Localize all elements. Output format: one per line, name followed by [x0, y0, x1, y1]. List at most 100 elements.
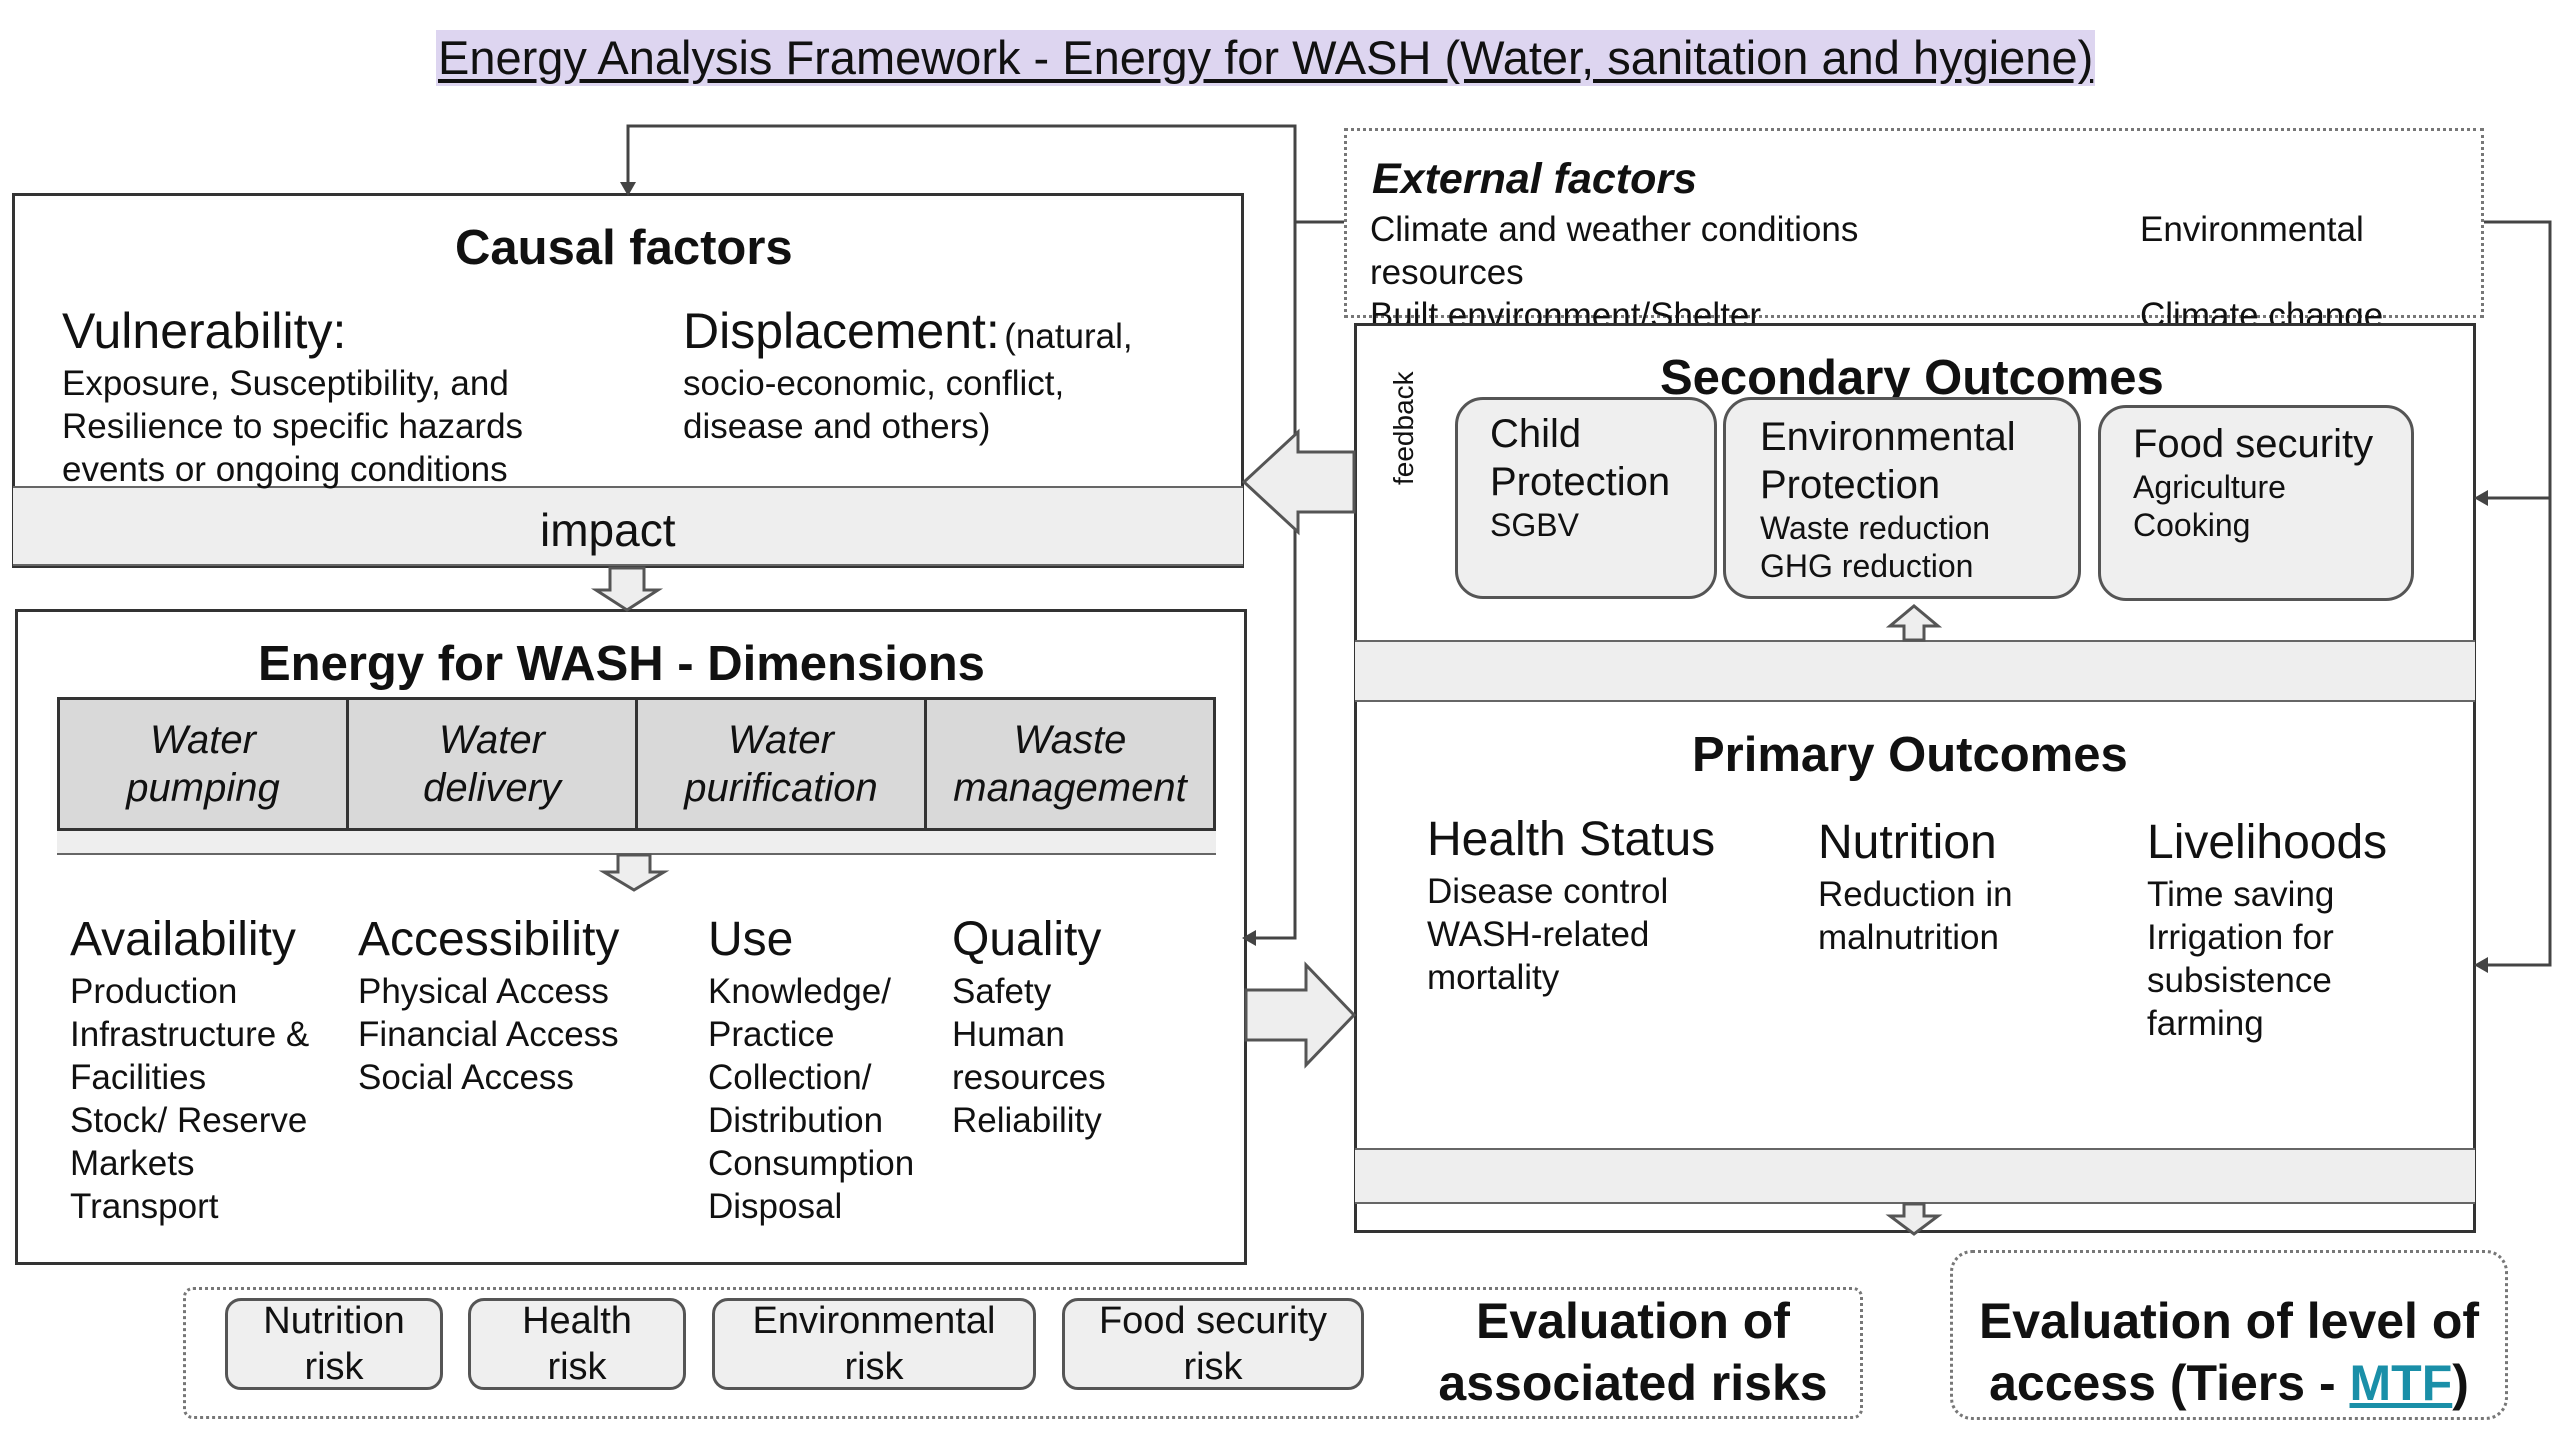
pill-title: Child — [1490, 412, 1582, 456]
column-item: Safety — [952, 972, 1052, 1011]
primary-column-title: Health Status — [1427, 813, 1716, 866]
displacement-note: (natural, — [1004, 317, 1133, 356]
pill-title: Protection — [1490, 460, 1671, 504]
secondary-pill-environmental-protection — [1723, 397, 2081, 599]
column-item: Transport — [70, 1187, 219, 1226]
dimensions-to-outcomes-arrow — [1244, 961, 1357, 1069]
external-factor-resources: resources — [1370, 253, 1524, 292]
primary-outcomes-heading: Primary Outcomes — [1692, 728, 2128, 782]
secondary-pill-child-protection — [1455, 397, 1717, 599]
column-item: Human — [952, 1015, 1065, 1054]
causal-factors-heading: Causal factors — [455, 221, 793, 275]
pill-title: Protection — [1760, 463, 1941, 507]
displacement-line: socio-economic, conflict, — [683, 364, 1065, 403]
column-title: Availability — [70, 913, 296, 966]
vulnerability-line: Exposure, Susceptibility, and — [62, 364, 509, 403]
external-factors-heading: External factors — [1372, 155, 1698, 203]
displacement-description: socio-economic, conflict, disease and ot… — [683, 362, 1064, 448]
vulnerability-description: Exposure, Susceptibility, and Resilience… — [62, 362, 523, 491]
primary-column-title: Nutrition — [1818, 816, 1997, 869]
cells-down-arrow — [598, 853, 670, 892]
column-item: Knowledge/ — [708, 972, 891, 1011]
pill-sub: GHG reduction — [1760, 548, 1974, 584]
displacement-title: Displacement: — [683, 303, 1000, 359]
arrowhead-dimensions — [1242, 930, 1256, 946]
column-item: Markets — [70, 1144, 195, 1183]
vulnerability-line: Resilience to specific hazards — [62, 407, 524, 446]
external-factor-environmental: Environmental — [2140, 210, 2364, 249]
pill-sub: Waste reduction — [1760, 510, 1991, 546]
column-title: Quality — [952, 913, 1102, 966]
pill-title: Food security — [2133, 422, 2374, 466]
impact-band — [13, 486, 1243, 566]
primary-column-livelihoods: Livelihoods Time saving Irrigation for s… — [2147, 813, 2387, 1045]
column-item: Physical Access — [358, 972, 609, 1011]
column-item: Reliability — [952, 1101, 1102, 1140]
bottom-down-arrow — [1885, 1202, 1943, 1236]
pill-title: Environmental — [1760, 415, 2016, 459]
associated-risks-box — [183, 1287, 1863, 1419]
associated-risks-heading: Evaluation of associated risks — [1438, 1293, 1828, 1411]
column-item: Collection/ — [708, 1058, 872, 1097]
primary-column-nutrition: Nutrition Reduction in malnutrition — [1818, 813, 2013, 959]
access-evaluation-box — [1950, 1250, 2508, 1420]
column-item: Disposal — [708, 1187, 843, 1226]
arrowhead-secondary — [2474, 490, 2488, 506]
pill-sub: Agriculture — [2133, 469, 2286, 505]
secondary-outcomes-heading: Secondary Outcomes — [1660, 351, 2164, 405]
access-evaluation-heading: Evaluation of level of access (Tiers - M… — [1978, 1293, 2480, 1411]
column-title: Accessibility — [358, 913, 620, 966]
vulnerability-line: events or ongoing conditions — [62, 450, 508, 489]
column-quality: Quality Safety Human resources Reliabili… — [952, 910, 1106, 1142]
primary-item: mortality — [1427, 958, 1560, 997]
primary-item: farming — [2147, 1004, 2264, 1043]
column-item: Distribution — [708, 1101, 884, 1140]
column-item: Social Access — [358, 1058, 574, 1097]
primary-item: malnutrition — [1818, 918, 1999, 957]
primary-column-title: Livelihoods — [2147, 816, 2388, 869]
impact-down-arrow — [590, 566, 664, 612]
connector-external-to-primary — [2482, 498, 2552, 967]
column-availability: Availability Production Infrastructure &… — [70, 910, 309, 1228]
mtf-link[interactable]: MTF — [2349, 1355, 2453, 1411]
pill-sub: Cooking — [2133, 507, 2251, 543]
feedback-arrow — [1241, 428, 1356, 536]
column-item: Consumption — [708, 1144, 915, 1183]
external-factor-climate: Climate and weather conditions — [1370, 210, 1859, 249]
arrowhead-primary — [2474, 957, 2488, 973]
secondary-pill-child-protection-text: Child Protection SGBV — [1490, 410, 1670, 544]
displacement-line: disease and others) — [683, 407, 991, 446]
secondary-pill-environmental-protection-text: Environmental Protection Waste reduction… — [1760, 413, 2016, 585]
primary-item: WASH-related — [1427, 915, 1650, 954]
column-title: Use — [708, 913, 794, 966]
column-item: resources — [952, 1058, 1106, 1097]
impact-label: impact — [540, 504, 676, 556]
connector-external-to-dimensions — [1252, 222, 1297, 940]
arrowhead-causal — [620, 182, 636, 196]
column-item: Facilities — [70, 1058, 207, 1097]
connector-external-to-secondary — [2482, 220, 2552, 500]
primary-up-arrow — [1885, 604, 1943, 642]
displacement-title-row: Displacement: (natural, — [683, 302, 1133, 360]
primary-item: subsistence — [2147, 961, 2332, 1000]
primary-item: Disease control — [1427, 872, 1669, 911]
pill-sub: SGBV — [1490, 507, 1579, 543]
column-item: Financial Access — [358, 1015, 619, 1054]
column-accessibility: Accessibility Physical Access Financial … — [358, 910, 619, 1099]
page-title: Energy Analysis Framework - Energy for W… — [436, 30, 2096, 86]
wash-dimensions-heading: Energy for WASH - Dimensions — [258, 637, 985, 691]
column-item: Stock/ Reserve — [70, 1101, 308, 1140]
column-item: Infrastructure & — [70, 1015, 310, 1054]
secondary-pill-food-security — [2098, 405, 2414, 601]
column-use: Use Knowledge/ Practice Collection/ Dist… — [708, 910, 914, 1228]
secondary-pill-food-security-text: Food security Agriculture Cooking — [2133, 420, 2373, 544]
